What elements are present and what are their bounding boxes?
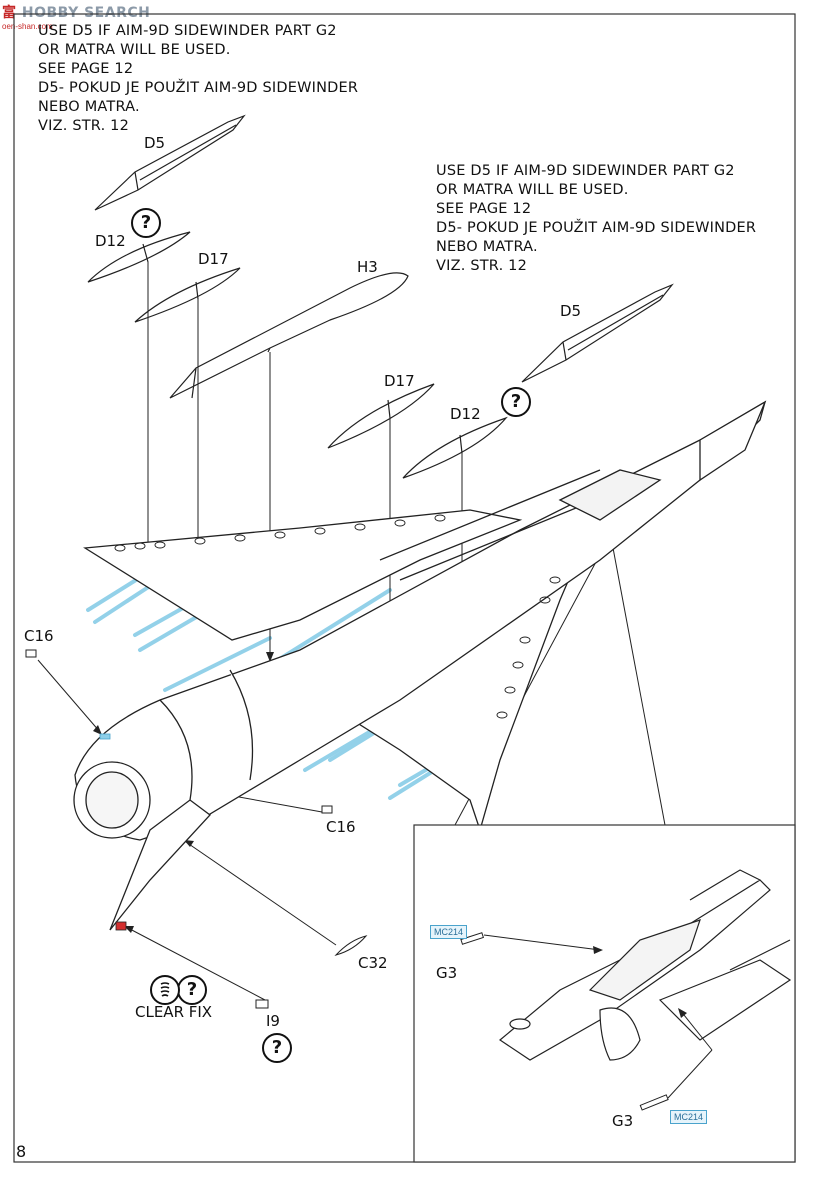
page-number: 8 [16, 1142, 27, 1161]
label-h3: H3 [357, 258, 378, 276]
question-icon-clear-fix: ? [177, 975, 207, 1005]
label-g3-top: G3 [436, 964, 458, 982]
c16-location-marker [99, 733, 111, 740]
part-d17-right [327, 383, 435, 449]
part-d5-right [521, 283, 674, 383]
part-h3 [169, 272, 409, 399]
label-d17-right: D17 [384, 372, 415, 390]
part-c32 [334, 935, 368, 956]
part-c16-bottom [321, 805, 333, 814]
inset-rods [460, 932, 669, 1111]
part-d12-left [87, 231, 191, 283]
label-d12-left: D12 [95, 232, 126, 250]
label-c16-bottom: C16 [326, 818, 356, 836]
label-g3-bottom: G3 [612, 1112, 634, 1130]
tag-mc214-top: MC214 [430, 925, 468, 939]
label-clear-fix: CLEAR FIX [135, 1003, 213, 1021]
label-c16-top: C16 [24, 627, 54, 645]
label-i9: I9 [266, 1012, 280, 1030]
note-top-left: USE D5 IF AIM-9D SIDEWINDER PART G2 OR M… [38, 23, 359, 134]
watermark-site: oen-shan.com [2, 22, 53, 31]
aircraft-body [73, 400, 767, 931]
glue-clear-fix-icon [150, 975, 180, 1005]
inset-leaders [483, 934, 713, 1099]
page-frame [13, 13, 796, 1163]
note-right: USE D5 IF AIM-9D SIDEWINDER PART G2 OR M… [436, 163, 757, 274]
small-parts [25, 649, 368, 1009]
wing-holes [114, 514, 561, 719]
label-d5-right: D5 [560, 302, 582, 320]
part-d12-right [402, 416, 508, 479]
inset-arrows [593, 946, 687, 1018]
part-d5-left [94, 114, 246, 211]
label-d17-left: D17 [198, 250, 229, 268]
part-d17-left [134, 267, 241, 323]
label-d5-left: D5 [144, 134, 166, 152]
question-icon-d12-right: ? [501, 387, 531, 417]
part-c16-top [25, 649, 37, 658]
label-c32: C32 [358, 954, 388, 972]
label-d12-right: D12 [450, 405, 481, 423]
part-i9 [255, 999, 269, 1009]
clear-part-red [115, 921, 127, 931]
tag-mc214-bottom: MC214 [670, 1110, 708, 1124]
question-icon-d12-left: ? [131, 208, 161, 238]
watermark: 富 HOBBY SEARCH [2, 5, 151, 21]
inset-drawing [498, 869, 792, 1061]
question-icon-i9: ? [262, 1033, 292, 1063]
